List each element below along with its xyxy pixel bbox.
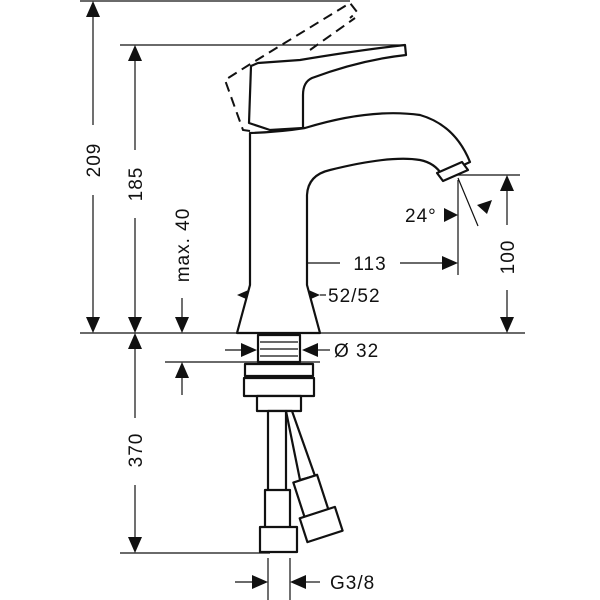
lower-shank — [255, 394, 303, 413]
dimension-label-g38: G3/8 — [330, 573, 375, 594]
lever-handle — [247, 43, 408, 132]
mounting-nut — [243, 362, 315, 378]
hose-angled — [284, 409, 317, 482]
dimension-24deg: 24° — [405, 200, 492, 227]
dimension-diameter-32: Ø 32 — [225, 341, 379, 362]
dimension-label-209: 209 — [84, 143, 105, 178]
dimension-185: 185 — [126, 45, 147, 333]
hose-straight — [266, 409, 288, 494]
dimension-label-max-40: max. 40 — [173, 208, 194, 283]
dimension-209: 209 — [84, 1, 105, 333]
dimension-label-185: 185 — [126, 167, 147, 202]
dimension-label-24: 24° — [405, 206, 437, 227]
dimension-label-52-52: 52/52 — [328, 286, 381, 307]
spout-aerator — [435, 160, 470, 183]
dimension-370: 370 — [126, 333, 147, 553]
hose-connector-left — [258, 525, 299, 554]
dimension-label-113: 113 — [353, 254, 386, 275]
lever-open-position — [223, 1, 359, 132]
faucet-drawing — [223, 1, 472, 554]
dimension-g38: G3/8 — [235, 573, 375, 594]
hose-fitting-left — [263, 488, 292, 530]
mounting-plate — [242, 376, 316, 398]
dimension-label-100: 100 — [498, 240, 519, 275]
dimension-label-370: 370 — [126, 433, 147, 468]
dimension-100: 100 — [498, 175, 519, 333]
dimension-label-diameter-32: Ø 32 — [334, 341, 379, 362]
dimension-max-40: max. 40 — [173, 208, 194, 395]
hose-connector-right — [298, 505, 344, 544]
